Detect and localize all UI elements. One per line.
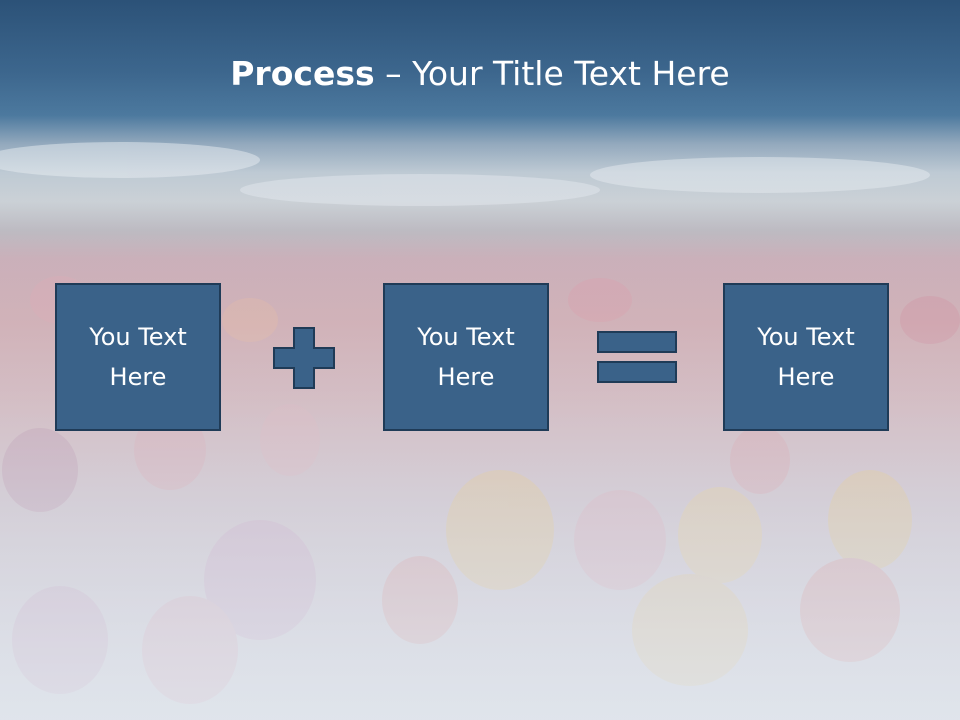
slide-title-rest: – Your Title Text Here (374, 54, 730, 93)
process-box-3-text: You Text Here (757, 323, 855, 391)
equals-icon (597, 331, 677, 383)
slide-title: Process – Your Title Text Here (0, 52, 960, 96)
process-box-1-text: You Text Here (89, 323, 187, 391)
slide-title-bold: Process (230, 54, 375, 93)
process-box-3[interactable]: You Text Here (723, 283, 889, 431)
plus-icon (273, 327, 335, 389)
process-box-2[interactable]: You Text Here (383, 283, 549, 431)
process-box-2-text: You Text Here (417, 323, 515, 391)
process-box-1[interactable]: You Text Here (55, 283, 221, 431)
